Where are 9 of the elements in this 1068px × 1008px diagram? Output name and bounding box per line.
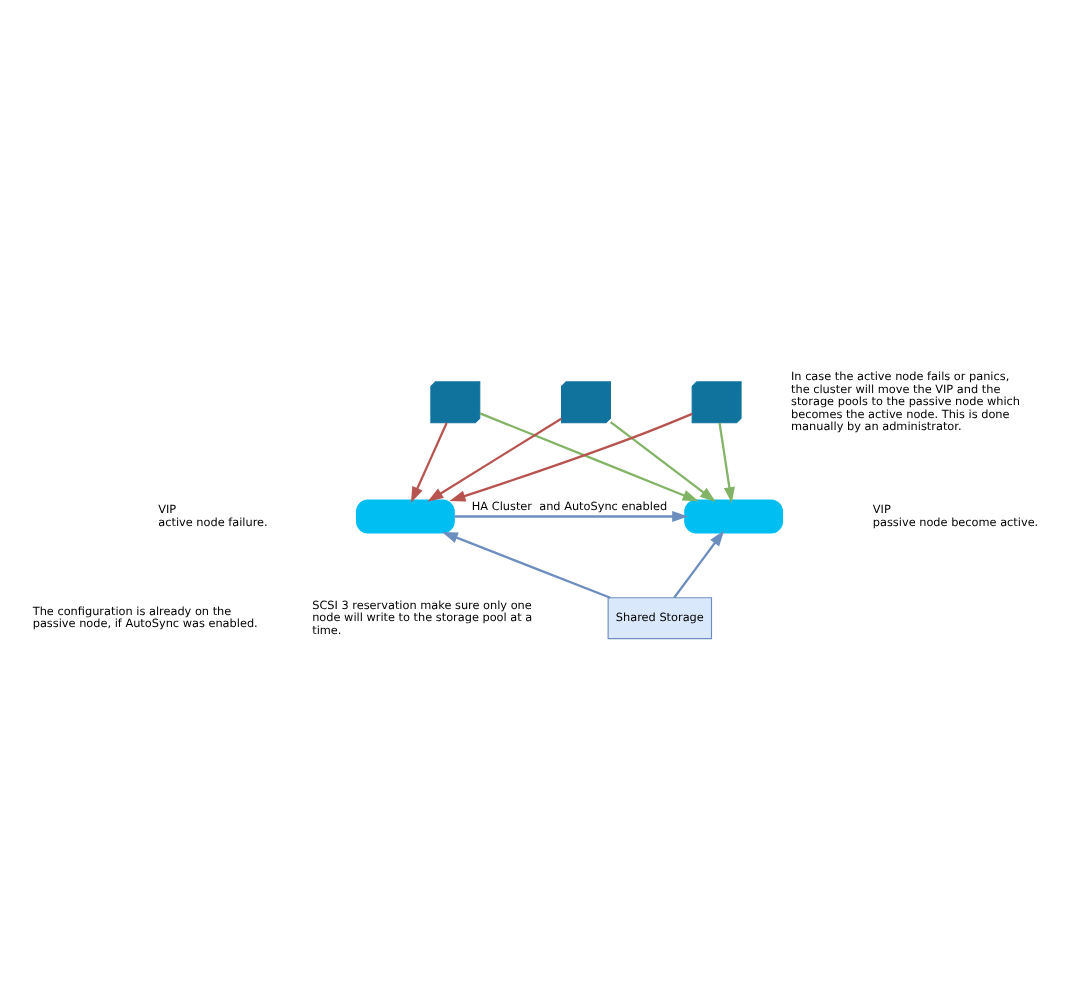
node-server (684, 499, 784, 534)
arrow (610, 421, 716, 502)
arrow (427, 417, 562, 502)
node-server (355, 499, 455, 534)
arrow (673, 530, 725, 599)
arrow (441, 531, 611, 599)
arrow (410, 422, 448, 503)
arrow (454, 510, 689, 523)
arrow (718, 422, 735, 504)
